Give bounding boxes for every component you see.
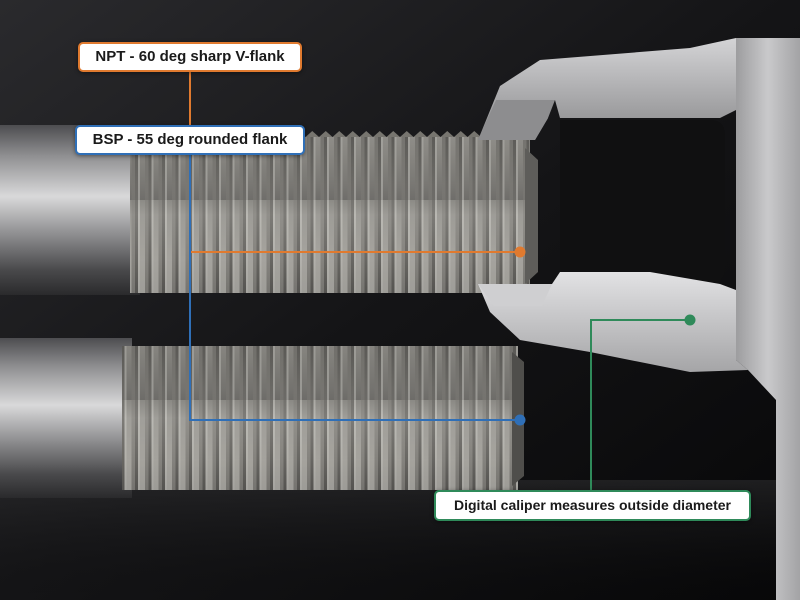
npt-thread-callout: NPT - 60 deg sharp V-flank [78,42,302,72]
lower-rod-shank [0,338,132,498]
bsp-thread-callout: BSP - 55 deg rounded flank [75,125,305,155]
caliper-beam [736,38,800,600]
caliper-callout: Digital caliper measures outside diamete… [434,490,751,521]
